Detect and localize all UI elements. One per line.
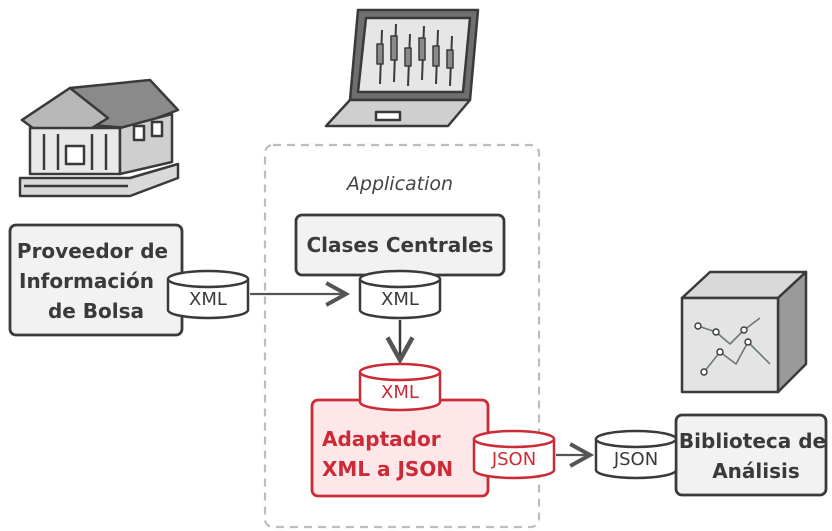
provider-line-1: Proveedor de: [17, 239, 168, 263]
laptop-chart-icon: [324, 8, 480, 128]
adapter-xml-label: XML: [381, 382, 419, 403]
application-label: Application: [345, 173, 453, 195]
provider-line-3: de Bolsa: [48, 299, 144, 323]
provider-xml-can: XML: [166, 269, 250, 320]
adapter-json-can: JSON: [472, 429, 556, 480]
svg-text:Biblioteca de Análisis: Biblioteca de Análisis: [679, 429, 832, 483]
core-xml-can: XML: [358, 269, 442, 320]
library-json-can: JSON: [594, 429, 678, 480]
adapter-json-label: JSON: [491, 449, 536, 470]
provider-line-2: Información: [19, 269, 154, 293]
application-boundary: [263, 143, 541, 529]
core-classes-box: Clases Centrales: [294, 213, 506, 277]
adapter-line-1: Adaptador: [322, 427, 441, 451]
library-line-2: Análisis: [712, 459, 800, 483]
library-box: Biblioteca de Análisis: [674, 413, 832, 497]
core-classes-label: Clases Centrales: [306, 233, 493, 257]
provider-xml-label: XML: [189, 289, 227, 310]
provider-box: Proveedor de Información de Bolsa: [8, 223, 184, 337]
svg-text:Proveedor de Información: Proveedor de Información de Bolsa: [17, 239, 175, 323]
svg-text:Adaptador XML a JSON: Adaptador XML a JSON: [322, 427, 453, 481]
core-xml-label: XML: [381, 289, 419, 310]
adapter-xml-can: XML: [358, 362, 442, 412]
library-line-1: Biblioteca de: [679, 429, 826, 453]
adapter-line-2: XML a JSON: [322, 457, 453, 481]
adapter-box: Adaptador XML a JSON: [310, 398, 490, 498]
bank-building-icon: [18, 78, 180, 198]
analytics-box-icon: [680, 270, 808, 394]
library-json-label: JSON: [613, 449, 658, 470]
